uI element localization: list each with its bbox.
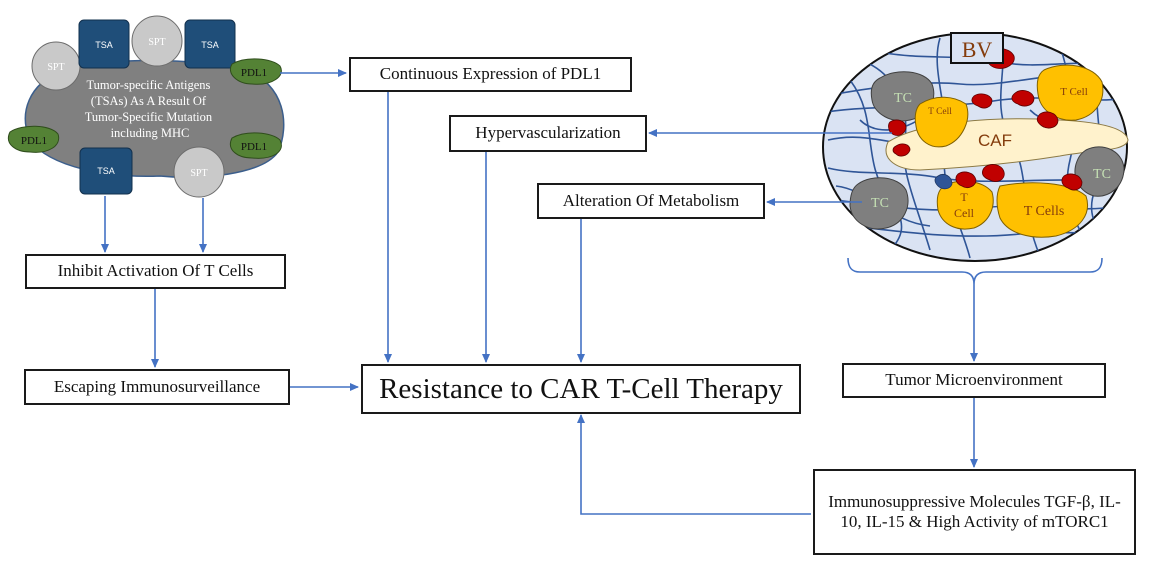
hypervascularization-box: Hypervascularization xyxy=(449,115,647,152)
t-cell-label: T xyxy=(960,190,968,204)
blue-cell xyxy=(934,174,953,190)
arrow-immuno-to-resistance xyxy=(577,414,811,515)
pdl1-label: PDL1 xyxy=(241,67,267,79)
tc-cell xyxy=(849,177,909,230)
spt-circle xyxy=(131,15,183,67)
tumor-description-line: (TSAs) As A Result Of xyxy=(91,94,207,108)
resistance-box: Resistance to CAR T-Cell Therapy xyxy=(361,364,801,414)
tc-label: TC xyxy=(871,196,889,211)
tumor-description-line: including MHC xyxy=(111,126,190,140)
tc-label: TC xyxy=(1093,167,1111,182)
tc-label: TC xyxy=(894,91,912,106)
pdl1-label: PDL1 xyxy=(21,135,47,147)
pdl1-receptor xyxy=(8,125,60,153)
t-cell xyxy=(914,96,969,148)
caf-label: CAF xyxy=(978,131,1012,150)
t-cell-label: T Cell xyxy=(928,107,952,117)
t-cell-label: Cell xyxy=(954,206,975,220)
pdl1-expression-box: Continuous Expression of PDL1 xyxy=(349,57,632,92)
t-cell-label: T Cells xyxy=(1024,204,1065,219)
t-cell xyxy=(996,182,1088,238)
spt-label: SPT xyxy=(190,168,207,179)
pdl1-receptor xyxy=(230,132,282,159)
tumor-description: Tumor-specific Antigens (TSAs) As A Resu… xyxy=(85,78,216,140)
inhibit-activation-box: Inhibit Activation Of T Cells xyxy=(25,254,286,289)
spt-circle xyxy=(173,146,225,198)
tumor-description-line: Tumor-Specific Mutation xyxy=(85,110,213,124)
escaping-immunosurveillance-box: Escaping Immunosurveillance xyxy=(24,369,290,405)
tsa-label: TSA xyxy=(201,40,219,50)
t-cell xyxy=(936,180,994,230)
tumor-cell: SPT SPT SPT TSA TSA TSA PDL1 PDL1 PDL1 T… xyxy=(8,15,285,198)
immunosuppressive-molecules-box: Immunosuppressive Molecules TGF-β, IL-10… xyxy=(813,469,1136,555)
tsa-square xyxy=(79,147,133,195)
tumor-microenvironment-illustration: CAF TC TC TC T Cell T Cell T Cell T Cell… xyxy=(822,32,1129,285)
spt-label: SPT xyxy=(47,62,64,73)
tsa-label: TSA xyxy=(95,40,113,50)
tsa-square xyxy=(78,19,130,69)
pdl1-receptor xyxy=(230,58,282,85)
pdl1-label: PDL1 xyxy=(241,141,267,153)
bv-label: BV xyxy=(962,37,993,62)
tsa-square xyxy=(184,19,236,69)
metabolism-box: Alteration Of Metabolism xyxy=(537,183,765,219)
bv-label-box xyxy=(950,32,1004,64)
t-cell xyxy=(1036,64,1104,121)
tc-cell xyxy=(1074,146,1125,197)
tumor-description-line: Tumor-specific Antigens xyxy=(86,78,210,92)
spt-label: SPT xyxy=(148,37,165,48)
t-cell-label: T Cell xyxy=(1060,86,1088,98)
connectors xyxy=(101,69,978,515)
tumor-microenvironment-box: Tumor Microenvironment xyxy=(842,363,1106,398)
tsa-label: TSA xyxy=(97,166,115,176)
